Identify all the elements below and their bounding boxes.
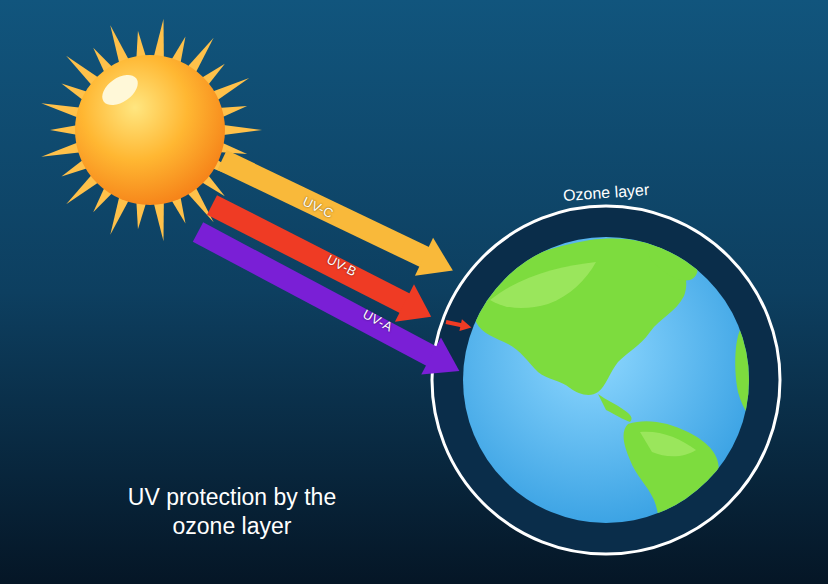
ozone-ring — [432, 206, 780, 554]
earth — [463, 237, 760, 540]
ozone-band — [432, 206, 780, 554]
uv-a-arrow — [188, 213, 469, 389]
sun-highlight — [97, 69, 144, 112]
region-label: Ozone layer — [562, 181, 649, 205]
uv-b-small-arrow — [445, 316, 473, 333]
diagram-title: UV protection by the ozone layer — [112, 483, 352, 541]
sun — [75, 55, 225, 205]
